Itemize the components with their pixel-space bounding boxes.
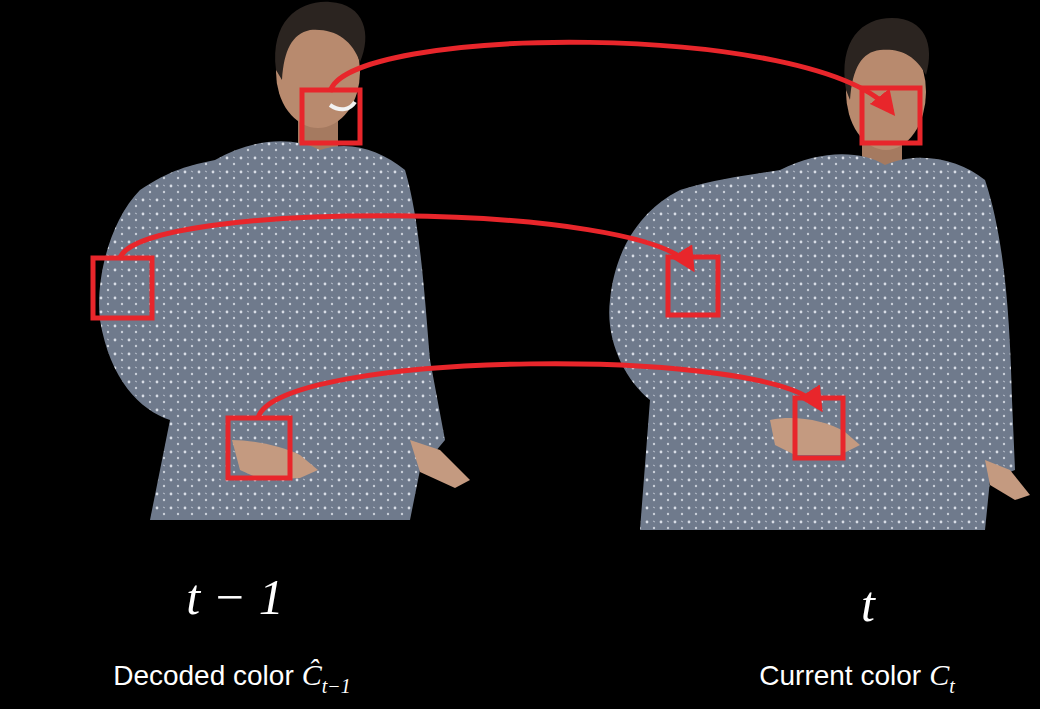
caption-text: Ĉ <box>302 658 322 691</box>
person-frame-prev <box>99 2 470 520</box>
frame-label: Decoded colorĈt−1 <box>113 658 351 692</box>
frame-label: Current colorCt <box>759 658 954 692</box>
person-frame-current <box>609 18 1030 530</box>
subscript: t−1 <box>322 675 351 697</box>
caption-text: C <box>929 658 949 691</box>
caption-text: Current color <box>759 660 921 691</box>
time-label: t <box>861 576 875 632</box>
correspondence-marks <box>93 42 920 478</box>
subscript: t <box>949 675 955 697</box>
caption-text: Decoded color <box>113 660 294 691</box>
frame-label: t − 1 <box>186 568 284 626</box>
frame-label: t <box>861 575 875 633</box>
time-label: t − 1 <box>186 569 284 625</box>
